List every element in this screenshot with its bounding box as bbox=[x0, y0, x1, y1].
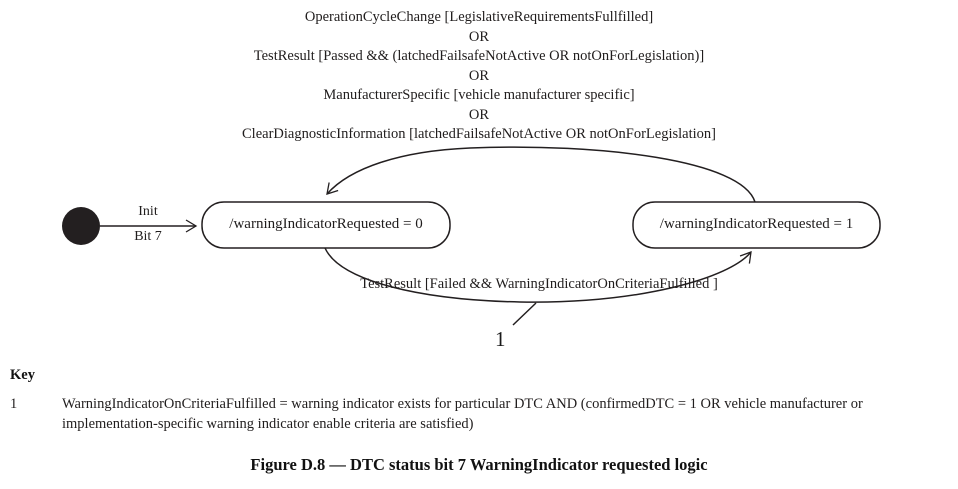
initial-state-circle bbox=[62, 207, 100, 245]
state-machine-diagram bbox=[62, 146, 881, 326]
key-entry-description: WarningIndicatorOnCriteriaFulfilled = wa… bbox=[62, 396, 863, 432]
key-entry-row: 1 WarningIndicatorOnCriteriaFulfilled = … bbox=[10, 394, 948, 434]
state-box-warning-indicator-1[interactable] bbox=[632, 201, 881, 249]
guard-line-6: OR bbox=[468, 106, 490, 123]
guard-line-1: OperationCycleChange [LegislativeRequire… bbox=[304, 9, 654, 25]
init-transition-label-below: Bit 7 bbox=[134, 229, 162, 244]
state-box-warning-indicator-0[interactable] bbox=[201, 201, 451, 249]
state-label-warning-indicator-0: /warningIndicatorRequested = 0 bbox=[229, 216, 423, 232]
one-to-zero-transition-label: OperationCycleChange [LegislativeRequire… bbox=[0, 8, 958, 145]
zero-to-one-transition-arrow bbox=[324, 247, 752, 303]
one-to-zero-transition-arrow bbox=[326, 146, 756, 203]
guard-line-3: TestResult [Passed && (latchedFailsafeNo… bbox=[253, 48, 705, 64]
figure-caption: Figure D.8 — DTC status bit 7 WarningInd… bbox=[250, 455, 708, 474]
guard-line-7: ClearDiagnosticInformation [latchedFails… bbox=[242, 126, 716, 142]
zero-to-one-transition-label: TestResult [Failed && WarningIndicatorOn… bbox=[360, 276, 718, 292]
init-transition-label-above: Init bbox=[138, 204, 158, 219]
state-label-warning-indicator-1: /warningIndicatorRequested = 1 bbox=[659, 216, 854, 232]
guard-line-4: OR bbox=[468, 67, 490, 84]
guard-line-2: OR bbox=[468, 28, 490, 45]
footnote-marker-1: 1 bbox=[495, 327, 506, 351]
footnote-leader-line bbox=[512, 302, 537, 326]
guard-line-5: ManufacturerSpecific [vehicle manufactur… bbox=[323, 87, 635, 103]
key-entry-number: 1 bbox=[10, 396, 18, 412]
key-title: Key bbox=[10, 367, 35, 383]
key-block: Key 1 WarningIndicatorOnCriteriaFulfille… bbox=[10, 366, 948, 434]
